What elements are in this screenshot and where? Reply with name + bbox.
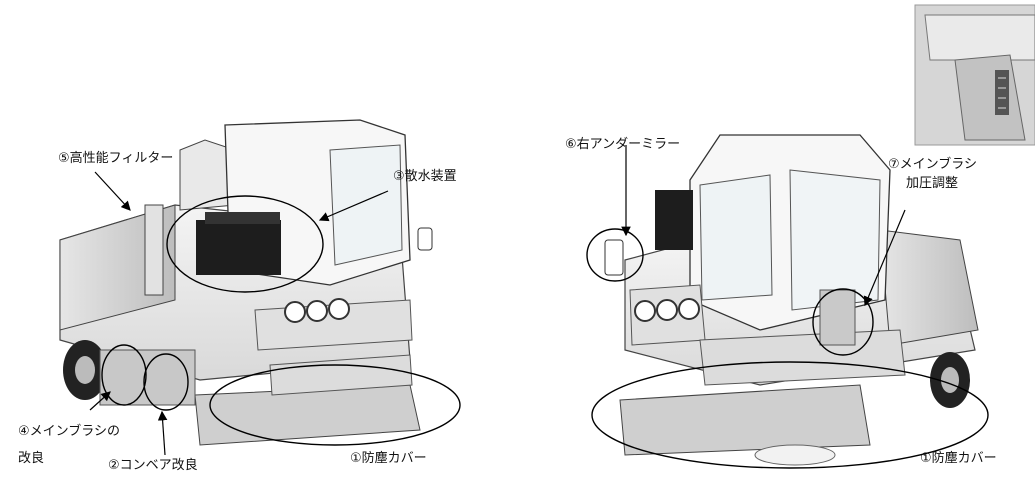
filter-arrow [94,171,131,211]
left-dust-cover-label: ①防塵カバー [350,451,427,466]
conveyor-arrow [157,410,168,456]
left-sweeper-drawing [59,119,433,446]
conveyor-label: ②コンベア改良 [108,458,198,473]
conveyor-highlight-ellipse [143,353,189,411]
sprinkler-highlight-ellipse [166,195,324,293]
filter-label: ⑤高性能フィルター [58,151,174,166]
main-brush-label-line2: 改良 [18,451,45,466]
sprinkler-label: ③散水装置 [393,169,457,184]
pressure-arrow [863,209,906,307]
right-sweeper-drawing [604,134,979,466]
pressure-label-line2: 加圧調整 [906,176,959,191]
main-brush-highlight-ellipse [101,344,147,406]
main-brush-label-line1: ④メインブラシの [18,424,121,439]
pressure-highlight-ellipse [812,288,874,356]
sprinkler-arrow [318,190,389,222]
right-dust-cover-label: ①防塵カバー [920,451,997,466]
mirror-highlight-ellipse [586,228,644,282]
left-dust-cover-highlight-ellipse [209,364,461,446]
mirror-label: ⑥右アンダーミラー [565,137,681,152]
inset-detail-image [914,4,1035,146]
main-brush-arrow [89,391,111,411]
right-dust-cover-highlight-ellipse [591,361,989,469]
pressure-label-line1: ⑦メインブラシ [888,157,978,172]
